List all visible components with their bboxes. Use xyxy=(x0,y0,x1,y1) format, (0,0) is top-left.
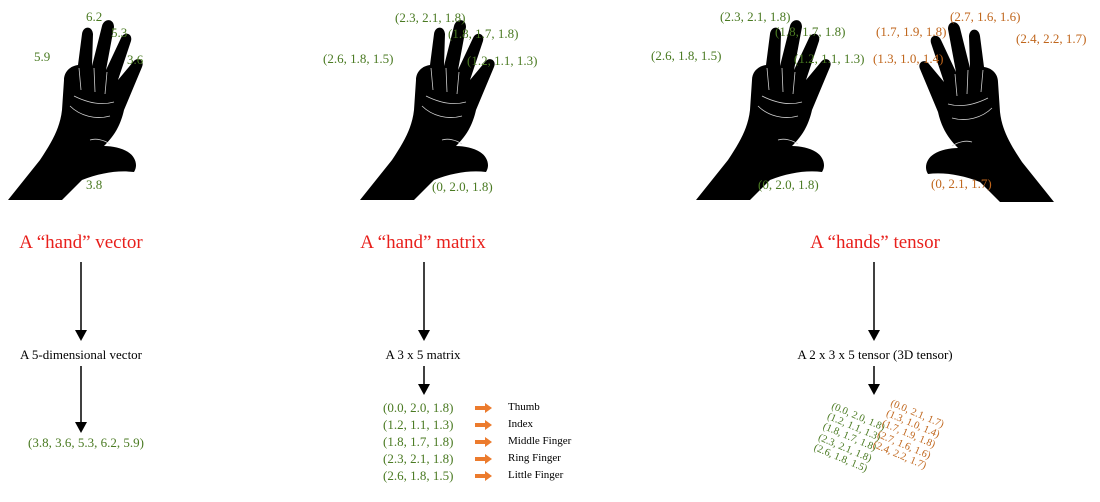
vector-title: A “hand” vector xyxy=(19,232,143,253)
row-value: (1.8, 1.7, 1.8) xyxy=(383,434,454,449)
finger-label-little: 5.9 xyxy=(34,49,51,64)
finger-label-ring: 6.2 xyxy=(86,9,103,24)
matrix-row: (0.0, 2.0, 1.8) Thumb xyxy=(383,399,571,416)
finger-label-ring: (2.7, 1.6, 1.6) xyxy=(950,9,1021,24)
finger-label-middle: (1.8, 1.7, 1.8) xyxy=(448,26,519,41)
row-value: (0.0, 2.0, 1.8) xyxy=(383,400,454,415)
arrow-right-icon xyxy=(475,419,492,430)
row-value: (1.2, 1.1, 1.3) xyxy=(383,417,454,432)
finger-label-thumb: (0, 2.1, 1.7) xyxy=(931,176,992,191)
finger-label-middle: 5.3 xyxy=(111,25,128,40)
down-arrow-icon xyxy=(868,366,880,395)
matrix-row: (1.2, 1.1, 1.3) Index xyxy=(383,416,571,433)
finger-label-ring: (2.3, 2.1, 1.8) xyxy=(720,9,791,24)
row-value: (2.3, 2.1, 1.8) xyxy=(383,451,454,466)
finger-label-thumb: (0, 2.0, 1.8) xyxy=(432,179,493,194)
matrix-row: (2.6, 1.8, 1.5) Little Finger xyxy=(383,467,571,484)
tensor-title: A “hands” tensor xyxy=(810,232,940,253)
down-arrow-icon xyxy=(75,366,87,433)
finger-label-index: (1.2, 1.1, 1.3) xyxy=(467,53,538,68)
finger-label-thumb: (0, 2.0, 1.8) xyxy=(758,177,819,192)
down-arrow-icon xyxy=(418,366,430,395)
down-arrow-icon xyxy=(868,262,880,341)
matrix-title: A “hand” matrix xyxy=(360,232,486,253)
finger-label-thumb: 3.8 xyxy=(86,177,103,192)
row-finger: Ring Finger xyxy=(508,452,561,464)
matrix-rows: (0.0, 2.0, 1.8) Thumb (1.2, 1.1, 1.3) In… xyxy=(383,399,571,484)
finger-label-index: (1.3, 1.0, 1.4) xyxy=(873,51,944,66)
arrow-right-icon xyxy=(475,436,492,447)
arrow-right-icon xyxy=(475,470,492,481)
row-finger: Thumb xyxy=(508,401,540,413)
arrow-right-icon xyxy=(475,402,492,413)
hand-icon xyxy=(7,19,144,201)
vector-caption: A 5-dimensional vector xyxy=(19,347,143,362)
row-finger: Little Finger xyxy=(508,469,564,481)
matrix-row: (1.8, 1.7, 1.8) Middle Finger xyxy=(383,433,571,450)
arrow-right-icon xyxy=(475,453,492,464)
vector-result: (3.8, 3.6, 5.3, 6.2, 5.9) xyxy=(28,435,144,450)
down-arrow-icon xyxy=(75,262,87,341)
finger-label-middle: (1.7, 1.9, 1.8) xyxy=(876,24,947,39)
finger-label-little: (2.6, 1.8, 1.5) xyxy=(323,51,394,66)
finger-label-middle: (1.8, 1.7, 1.8) xyxy=(775,24,846,39)
hand-icon xyxy=(695,19,832,201)
down-arrow-icon xyxy=(418,262,430,341)
finger-label-little: (2.6, 1.8, 1.5) xyxy=(651,48,722,63)
finger-label-index: 3.6 xyxy=(127,52,144,67)
tensor-stack-orange: (0.0, 2.1, 1.7) (1.3, 1.0, 1.4) (1.7, 1.… xyxy=(871,398,945,472)
matrix-caption: A 3 x 5 matrix xyxy=(385,347,461,362)
row-finger: Index xyxy=(508,418,534,430)
row-value: (2.6, 1.8, 1.5) xyxy=(383,468,454,483)
finger-label-ring: (2.3, 2.1, 1.8) xyxy=(395,10,466,25)
row-finger: Middle Finger xyxy=(508,435,572,447)
finger-label-little: (2.4, 2.2, 1.7) xyxy=(1016,31,1087,46)
tensor-caption: A 2 x 3 x 5 tensor (3D tensor) xyxy=(797,347,953,362)
matrix-row: (2.3, 2.1, 1.8) Ring Finger xyxy=(383,450,571,467)
finger-label-index: (1.2, 1.1, 1.3) xyxy=(794,51,865,66)
